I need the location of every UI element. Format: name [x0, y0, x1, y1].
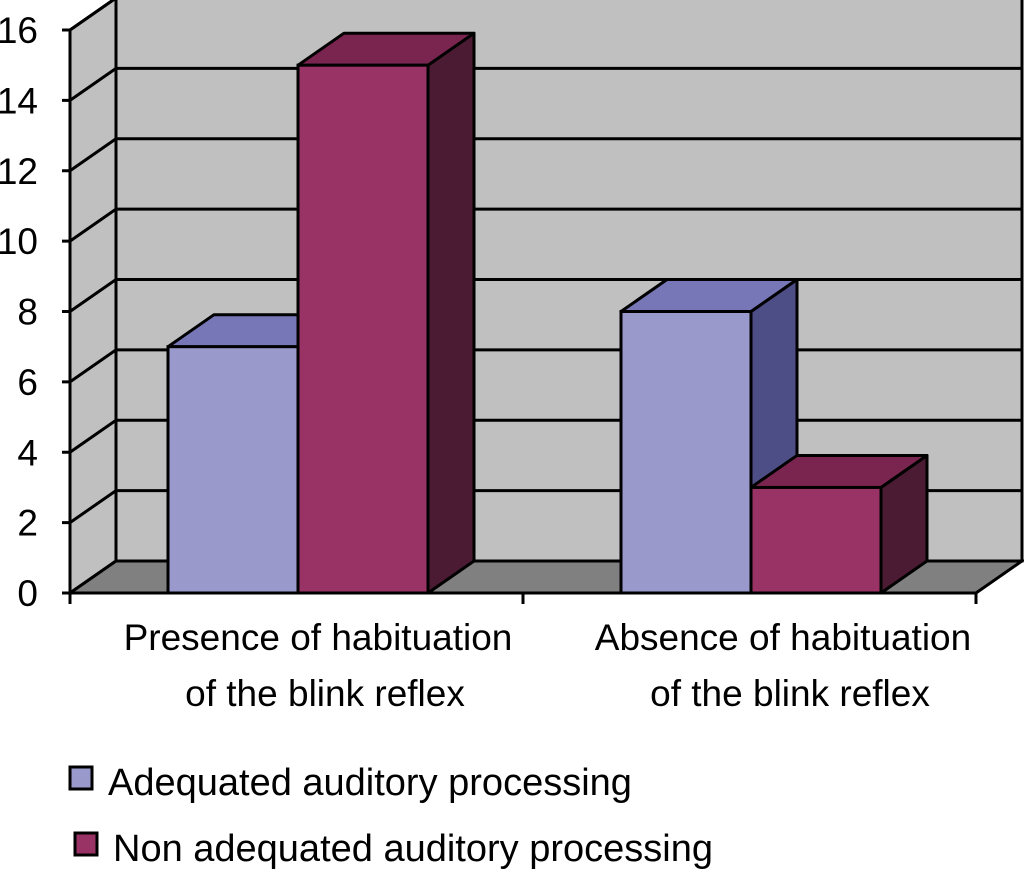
- category-label-0-line-1: Presence of habituation: [124, 617, 513, 658]
- y-tick-label: 14: [0, 80, 38, 121]
- legend-label-adequated: Adequated auditory processing: [108, 762, 632, 804]
- legend-swatch-non-adequated: [73, 831, 99, 857]
- bars: [166, 31, 929, 595]
- category-labels: Presence of habituation of the blink ref…: [124, 617, 972, 714]
- category-label-0-line-2: of the blink reflex: [185, 673, 465, 714]
- bar-front: [166, 345, 300, 595]
- legend-swatch-adequated: [68, 765, 94, 791]
- bar-1-1: [749, 453, 929, 595]
- gridline: [69, 207, 1022, 243]
- y-tick-label: 6: [17, 362, 38, 403]
- y-tick-label: 4: [17, 432, 38, 473]
- y-tick-label: 2: [17, 503, 38, 544]
- bar-front: [619, 310, 753, 595]
- y-tick-label: 12: [0, 151, 38, 192]
- category-label-1-line-1: Absence of habituation: [595, 617, 971, 658]
- category-label-1-line-2: of the blink reflex: [650, 673, 930, 714]
- gridline: [69, 66, 1022, 102]
- gridline: [69, 0, 116, 32]
- bar-side: [426, 31, 476, 595]
- y-tick-label: 16: [0, 10, 38, 51]
- gridline: [69, 137, 1022, 172]
- bar-0-1: [296, 31, 476, 595]
- y-tick-label: 8: [17, 292, 38, 333]
- bar-front: [296, 63, 430, 595]
- legend-label-non-adequated: Non adequated auditory processing: [113, 828, 713, 870]
- y-tick-label: 10: [0, 221, 38, 262]
- bar-front: [749, 485, 883, 595]
- bar-1-0: [619, 278, 799, 595]
- y-tick-label: 0: [17, 573, 38, 614]
- legend: Adequated auditory processing Non adequa…: [68, 762, 713, 870]
- axes: 0 2 4 6 8 10 12 14 16: [0, 10, 978, 614]
